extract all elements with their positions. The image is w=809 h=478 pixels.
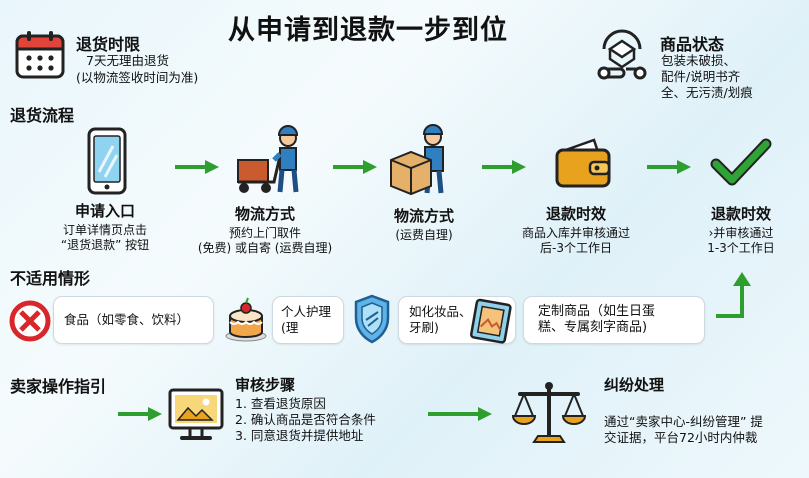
courier-box-icon xyxy=(389,124,455,196)
checkmark-icon xyxy=(710,138,772,186)
review-step: 3. 同意退货并提供地址 xyxy=(235,428,364,443)
step-line: 商品入库并审核通过 xyxy=(521,226,630,240)
phone-icon xyxy=(87,127,127,195)
courier-cart-icon xyxy=(234,124,306,196)
return-period-heading: 退货时限 xyxy=(76,35,141,54)
product-status-line2: 配件/说明书齐 xyxy=(661,69,741,84)
page-title: 从申请到退款一步到位 xyxy=(228,15,508,46)
step-line: ›并审核通过 xyxy=(708,226,774,240)
step-title: 物流方式 xyxy=(234,205,295,223)
step-line: 订单详情页点击 xyxy=(62,223,147,237)
inspect-box-icon xyxy=(596,29,648,83)
product-status-line3: 全、无污渍/划痕 xyxy=(661,85,753,100)
step-line: (免费) 或自寄 (运费自理) xyxy=(197,241,333,255)
arrow-right-icon xyxy=(482,160,526,174)
process-step: 申请入口 订单详情页点击 “退货退款” 按钮 xyxy=(40,200,170,253)
item-label: 定制商品（如生日蛋 xyxy=(538,304,656,319)
arrow-right-icon xyxy=(647,160,691,174)
item-label: 食品（如零食、饮料） xyxy=(64,312,190,327)
return-period-line1: 7天无理由退货 xyxy=(86,53,169,68)
product-status-line1: 包装未破损、 xyxy=(661,53,737,68)
step-title: 申请入口 xyxy=(74,202,135,220)
prohibited-icon xyxy=(9,300,51,342)
not-applicable-item: 个人护理 (理 xyxy=(272,296,344,344)
process-step: 退款时效 商品入库并审核通过 后-3个工作日 xyxy=(516,203,636,256)
arrow-right-icon xyxy=(428,407,492,421)
step-title: 退款时效 xyxy=(710,205,771,223)
review-step: 2. 确认商品是否符合条件 xyxy=(235,412,376,427)
review-step: 1. 查看退货原因 xyxy=(235,396,326,411)
not-applicable-heading: 不适用情形 xyxy=(10,269,91,288)
arrow-right-icon xyxy=(118,407,162,421)
scales-icon xyxy=(511,380,587,446)
dispute-heading: 纠纷处理 xyxy=(604,376,665,394)
return-period-line2: (以物流签收时间为准) xyxy=(76,70,199,85)
process-step: 物流方式 (运费自理) xyxy=(368,205,480,243)
calendar-icon xyxy=(15,31,65,79)
dispute-line: 交证据，平台72小时内仲裁 xyxy=(604,430,758,445)
arrow-right-icon xyxy=(175,160,219,174)
item-label: (理 xyxy=(281,320,299,335)
product-status-heading: 商品状态 xyxy=(660,35,725,54)
process-step: 物流方式 预约上门取件 (免费) 或自寄 (运费自理) xyxy=(185,203,345,256)
review-heading: 审核步骤 xyxy=(235,376,296,394)
arrow-right-icon xyxy=(333,160,377,174)
step-line: (运费自理) xyxy=(395,228,453,242)
step-title: 物流方式 xyxy=(393,207,454,225)
shield-icon xyxy=(352,294,392,344)
seller-guide-heading: 卖家操作指引 xyxy=(10,377,107,396)
not-applicable-item: 食品（如零食、饮料） xyxy=(53,296,214,344)
process-step: 退款时效 ›并审核通过 1-3个工作日 xyxy=(690,203,792,256)
item-label: 牙刷) xyxy=(409,320,439,335)
wallet-icon xyxy=(554,136,612,188)
item-label: 如化妆品、 xyxy=(409,304,472,319)
item-label: 个人护理 xyxy=(281,304,332,319)
photo-frame-icon xyxy=(468,298,512,344)
step-line: “退货退款” 按钮 xyxy=(60,238,150,252)
arrow-up-icon xyxy=(712,272,752,320)
dispute-line: 通过“卖家中心-纠纷管理” 提 xyxy=(604,414,763,429)
step-line: 1-3个工作日 xyxy=(707,241,775,255)
monitor-icon xyxy=(168,388,224,442)
process-heading: 退货流程 xyxy=(10,106,75,125)
cake-icon xyxy=(224,296,268,342)
step-title: 退款时效 xyxy=(545,205,606,223)
step-line: 后-3个工作日 xyxy=(540,241,612,255)
step-line: 预约上门取件 xyxy=(228,226,301,240)
item-label: 糕、专属刻字商品) xyxy=(538,320,648,335)
not-applicable-item: 定制商品（如生日蛋 糕、专属刻字商品) xyxy=(523,296,705,344)
